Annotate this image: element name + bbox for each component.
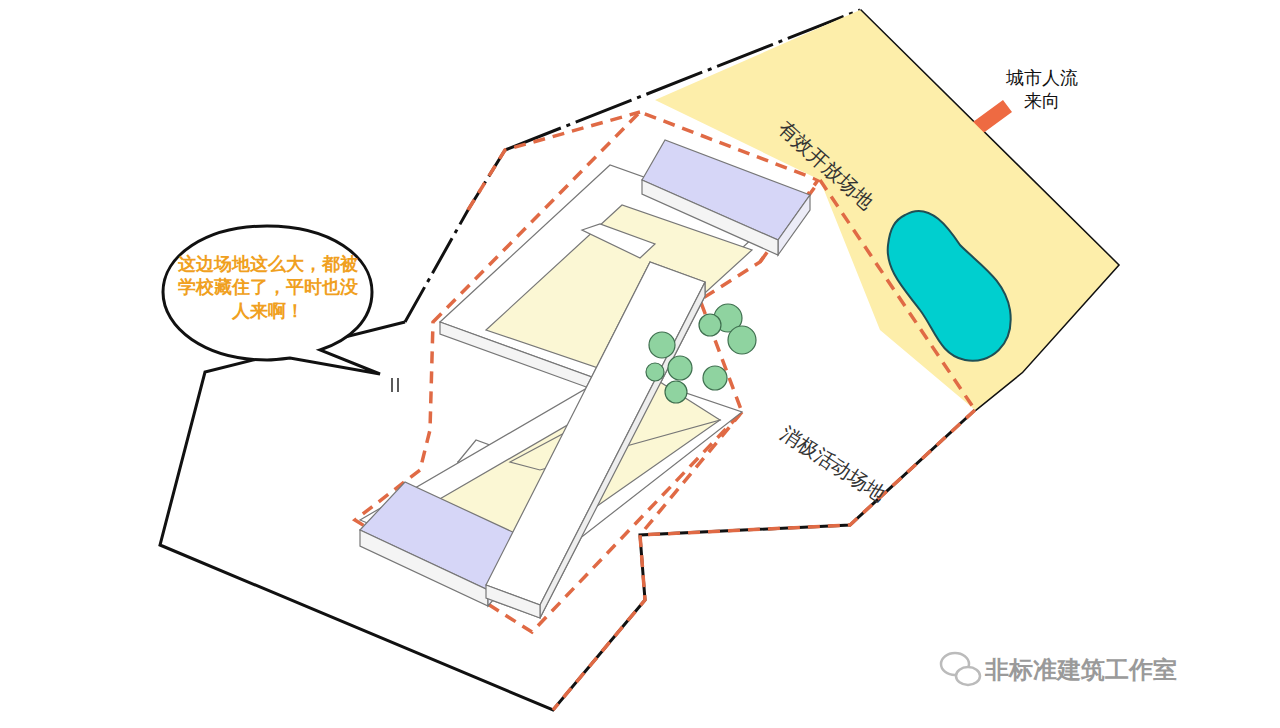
speech-bubble: 这边场地这么大，都被学校藏住了，平时也没人来啊！ — [160, 222, 375, 362]
open-space-region-shape — [650, 0, 1120, 415]
watermark: 非标准建筑工作室 — [985, 655, 1177, 686]
open-space-region: 有效开放场地 — [650, 0, 1120, 415]
speech-text: 这边场地这么大，都被学校藏住了，平时也没人来啊！ — [178, 252, 358, 322]
flow-direction-label: 城市人流 来向 — [1002, 66, 1082, 113]
